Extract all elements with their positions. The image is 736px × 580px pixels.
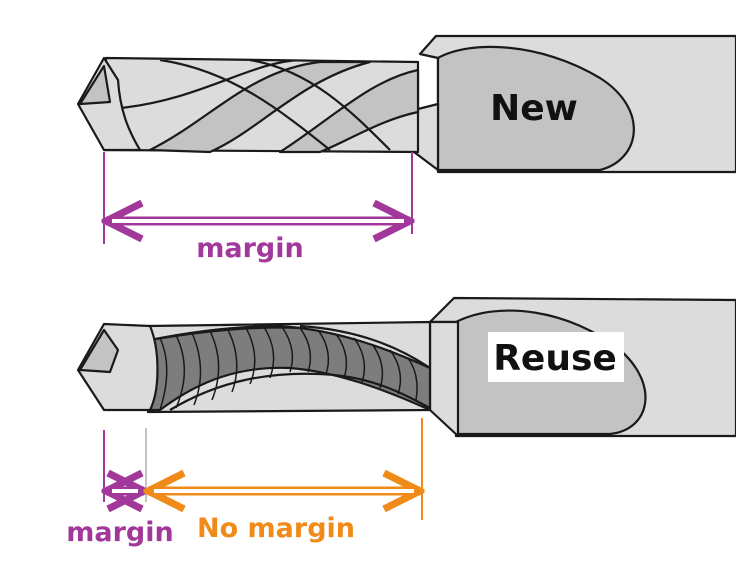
new-margin-dimension	[104, 152, 412, 244]
wear-marks	[159, 326, 418, 411]
reuse-label: Reuse	[493, 338, 617, 379]
no-margin-label: No margin	[197, 513, 355, 544]
reused-drill	[76, 296, 736, 438]
new-drill-flute-edge	[159, 60, 331, 151]
new-drill-flute-edge	[119, 60, 301, 110]
new-drill	[76, 34, 736, 174]
margin-label-bottom: margin	[66, 517, 173, 548]
reuse-dimensions	[104, 418, 422, 520]
reused-drill-tip-face	[78, 328, 120, 374]
reused-drill-collar	[428, 320, 460, 438]
reuse-label-box	[488, 332, 624, 382]
flute-band	[299, 324, 430, 369]
new-drill-shank-shade	[436, 45, 635, 172]
flute-band	[149, 326, 301, 342]
new-drill-tip-face	[78, 64, 112, 106]
new-label: New	[490, 88, 578, 129]
margin-label-top: margin	[196, 233, 303, 264]
